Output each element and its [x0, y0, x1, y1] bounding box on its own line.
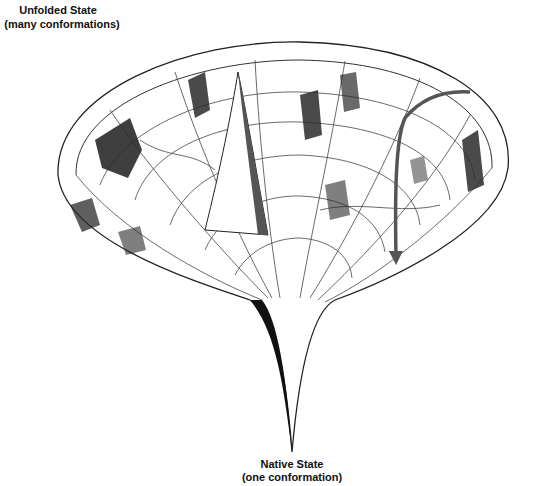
funnel-rim: [76, 60, 492, 175]
radial-lines: [76, 60, 492, 302]
contour-lines: [100, 92, 475, 278]
folding-trajectory: [396, 92, 470, 258]
state-note: (many conformations): [4, 18, 120, 31]
neck-shade: [250, 300, 292, 452]
energy-traps: [70, 72, 484, 255]
funnel-body: [58, 42, 508, 452]
state-label: Unfolded State: [19, 4, 97, 17]
state-label: Native State: [261, 458, 324, 471]
energy-peak: [205, 72, 268, 235]
state-note: (one conformation): [242, 471, 342, 484]
peak-shade: [238, 72, 268, 235]
